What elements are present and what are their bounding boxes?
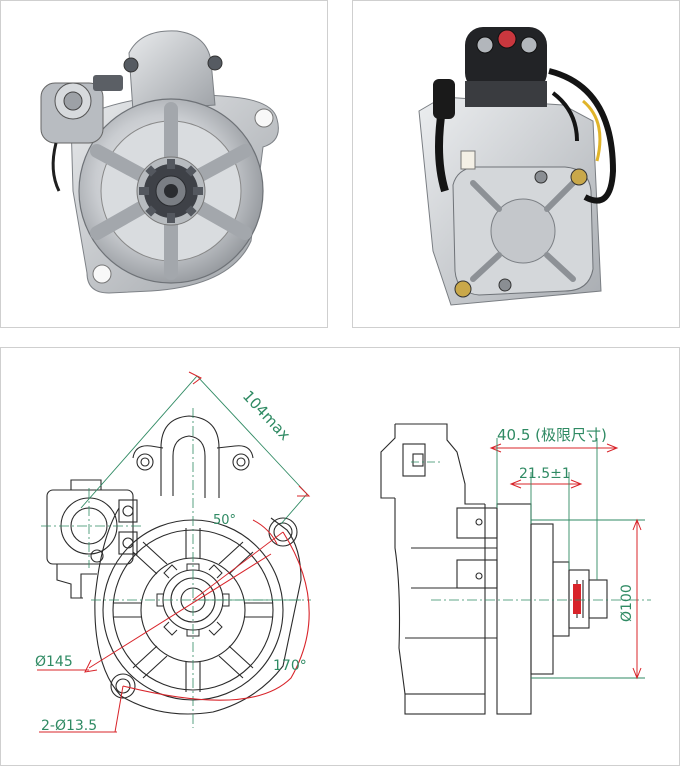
dim-2-d13-5: 2-Ø13.5 <box>41 718 97 734</box>
pinion-gear <box>139 159 203 223</box>
dim-104max: 104max <box>239 387 294 444</box>
starter-motor-dimension-drawing: 104max 50° Ø145 170° 2-Ø13.5 <box>35 371 651 734</box>
dim-21-5: 21.5±1 <box>519 466 571 482</box>
dim-40-5: 40.5 (极限尺寸) <box>497 426 607 444</box>
starter-motor-front-photo <box>40 30 279 294</box>
photo-panel-front <box>0 0 328 328</box>
side-view-outline <box>380 423 608 715</box>
dim-d100: Ø100 <box>619 584 635 622</box>
photo-panel-rear <box>352 0 680 328</box>
dim-50deg: 50° <box>213 513 236 528</box>
starter-motor-rear-photo <box>418 27 617 306</box>
front-view-outline <box>46 415 302 715</box>
dim-d145: Ø145 <box>35 654 73 670</box>
dim-170deg: 170° <box>273 658 307 674</box>
drawing-panel: 104max 50° Ø145 170° 2-Ø13.5 <box>0 347 680 766</box>
